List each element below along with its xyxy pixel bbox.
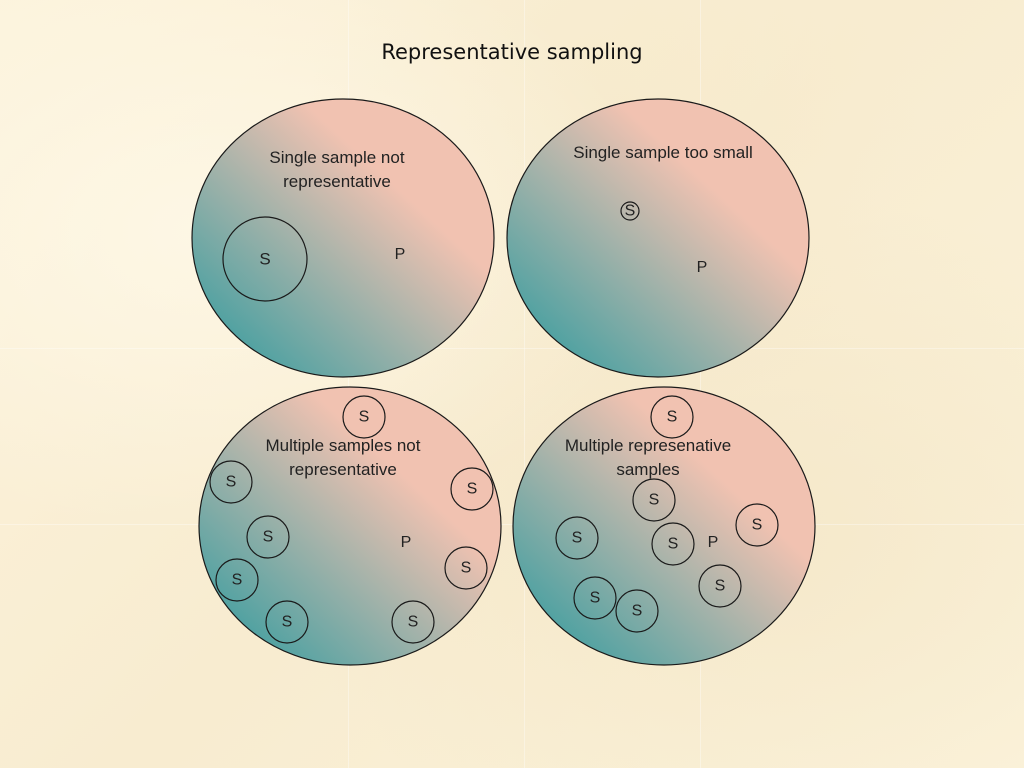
sample-circle: [615, 589, 659, 633]
sample-label: S: [625, 203, 636, 220]
tile-seam: [0, 348, 1024, 349]
population-circle: [512, 386, 816, 666]
population-label: P: [708, 534, 719, 551]
panels-layer: Single sample notrepresentativePSSingle …: [191, 98, 816, 666]
panel-caption-line: Single sample too small: [573, 143, 753, 162]
sample-label: S: [667, 409, 678, 426]
sample-label: S: [232, 572, 243, 589]
sample-label: S: [572, 530, 583, 547]
sample-label: S: [752, 517, 763, 534]
sample-circle: [555, 516, 599, 560]
sample-label: S: [359, 409, 370, 426]
sample-circle: [698, 564, 742, 608]
sample-label: S: [259, 250, 270, 269]
population-circle: [506, 98, 810, 378]
sample-label: S: [715, 578, 726, 595]
sample-label: S: [263, 529, 274, 546]
sample-label: S: [282, 614, 293, 631]
population-circle: [191, 98, 495, 378]
panel-caption-line: Multiple represenative: [565, 436, 731, 455]
sample-circle: [215, 558, 259, 602]
tile-seam: [348, 0, 349, 768]
tile-seam: [0, 524, 1024, 525]
sample-circle: [651, 522, 695, 566]
sample-circle: [650, 395, 694, 439]
panel-caption-line: representative: [283, 172, 391, 191]
sample-label: S: [408, 614, 419, 631]
sample-label: S: [590, 590, 601, 607]
sample-circle: [450, 467, 494, 511]
sample-circle: [573, 576, 617, 620]
sample-label: S: [668, 536, 679, 553]
panel-caption-line: representative: [289, 460, 397, 479]
population-circle: [198, 386, 502, 666]
panel-caption-line: Multiple samples not: [266, 436, 421, 455]
tile-seam: [700, 0, 701, 768]
sample-circle: [246, 515, 290, 559]
sample-circle: [265, 600, 309, 644]
sample-label: S: [632, 603, 643, 620]
sample-circle: [444, 546, 488, 590]
population-label: P: [395, 246, 406, 263]
population-label: P: [401, 534, 412, 551]
population-label: P: [697, 259, 708, 276]
tile-seam: [524, 0, 525, 768]
slide-title: Representative sampling: [381, 40, 643, 64]
sample-circle: [209, 460, 253, 504]
sample-label: S: [467, 481, 478, 498]
panel-caption-line: samples: [616, 460, 679, 479]
sample-circle: [620, 201, 640, 221]
sample-circle: [222, 216, 308, 302]
sample-circle: [632, 478, 676, 522]
sample-circle: [342, 395, 386, 439]
sample-label: S: [649, 492, 660, 509]
panel-caption-line: Single sample not: [269, 148, 404, 167]
sample-circle: [735, 503, 779, 547]
sample-label: S: [461, 560, 472, 577]
sample-label: S: [226, 474, 237, 491]
sample-circle: [391, 600, 435, 644]
